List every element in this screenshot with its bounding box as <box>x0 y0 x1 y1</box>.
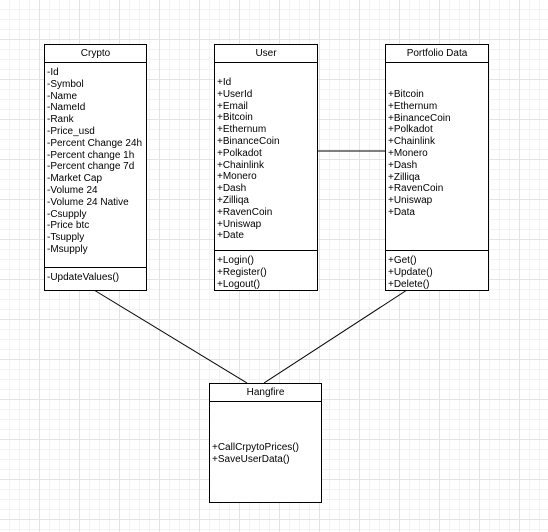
class-portfolio-methods: +Get()+Update()+Delete() <box>386 251 488 290</box>
class-attribute: +BinanceCoin <box>388 112 451 124</box>
class-attribute: +Ethernum <box>217 124 267 136</box>
class-attribute: +RavenCoin <box>217 206 273 218</box>
class-attribute: +Dash <box>217 183 247 195</box>
class-hangfire[interactable]: Hangfire +CallCrpytoPrices()+SaveUserDat… <box>209 383 322 503</box>
method-list: +Login()+Register()+Logout() <box>217 255 317 290</box>
attribute-list: +Id+UserId+Email+Bitcoin+Ethernum+Binanc… <box>217 77 317 242</box>
class-attribute: -Volume 24 Native <box>47 196 129 208</box>
class-method: +Logout() <box>217 278 261 290</box>
class-attribute: +Monero <box>388 147 428 159</box>
class-attribute: -Symbol <box>47 78 84 90</box>
class-user-attributes: +Id+UserId+Email+Bitcoin+Ethernum+Binanc… <box>215 63 317 251</box>
class-crypto[interactable]: Crypto -Id-Symbol-Name-NameId-Rank-Price… <box>44 44 147 291</box>
class-method: +SaveUserData() <box>212 453 290 465</box>
class-crypto-attributes: -Id-Symbol-Name-NameId-Rank-Price_usd-Pe… <box>45 63 146 268</box>
class-attribute: -Percent Change 24h <box>47 137 143 149</box>
class-attribute: +Monero <box>217 171 257 183</box>
class-crypto-name: Crypto <box>45 45 146 63</box>
class-attribute: -Percent change 1h <box>47 149 135 161</box>
class-method: +Login() <box>217 255 254 266</box>
class-attribute: -Price btc <box>47 220 90 232</box>
class-crypto-methods: -UpdateValues() <box>45 268 146 290</box>
class-method: -UpdateValues() <box>47 272 120 283</box>
class-attribute: +Bitcoin <box>217 112 253 124</box>
class-hangfire-body: +CallCrpytoPrices()+SaveUserData() <box>210 402 321 502</box>
class-attribute: +Data <box>388 206 415 218</box>
class-attribute: +Date <box>217 230 244 242</box>
class-method: +CallCrpytoPrices() <box>212 442 299 453</box>
method-list: -UpdateValues() <box>47 272 146 284</box>
class-method: +Update() <box>388 266 433 278</box>
class-attribute: -NameId <box>47 102 86 114</box>
attribute-list: +Bitcoin+Ethernum+BinanceCoin+Polkadot+C… <box>388 89 488 219</box>
class-attribute: -Rank <box>47 114 74 126</box>
class-method: +Register() <box>217 266 267 278</box>
class-attribute: +Chainlink <box>217 159 264 171</box>
class-method: +Get() <box>388 255 417 266</box>
class-user-name: User <box>215 45 317 63</box>
crypto-hangfire-association <box>93 289 248 384</box>
attribute-list: -Id-Symbol-Name-NameId-Rank-Price_usd-Pe… <box>47 67 146 256</box>
portfolio-hangfire-association <box>263 289 408 384</box>
class-user[interactable]: User +Id+UserId+Email+Bitcoin+Ethernum+B… <box>214 44 318 291</box>
class-attribute: +Zilliqa <box>217 194 249 206</box>
class-attribute: -Volume 24 <box>47 184 98 196</box>
class-attribute: +Id <box>217 77 232 88</box>
class-attribute: +Chainlink <box>388 136 435 148</box>
class-attribute: +Zilliqa <box>388 171 420 183</box>
class-attribute: -Name <box>47 90 78 102</box>
class-hangfire-name: Hangfire <box>210 384 321 402</box>
class-attribute: -Csupply <box>47 208 87 220</box>
class-attribute: +Polkadot <box>388 124 433 136</box>
class-attribute: +Polkadot <box>217 147 262 159</box>
class-attribute: -Price_usd <box>47 125 95 137</box>
class-attribute: +Email <box>217 100 248 112</box>
class-attribute: +BinanceCoin <box>217 135 280 147</box>
class-attribute: +Bitcoin <box>388 89 424 100</box>
class-attribute: -Tsupply <box>47 232 85 244</box>
class-user-methods: +Login()+Register()+Logout() <box>215 251 317 290</box>
method-list: +CallCrpytoPrices()+SaveUserData() <box>212 442 321 466</box>
class-portfolio-data[interactable]: Portfolio Data +Bitcoin+Ethernum+Binance… <box>385 44 489 291</box>
method-list: +Get()+Update()+Delete() <box>388 255 488 290</box>
class-attribute: -Msupply <box>47 243 88 255</box>
class-attribute: +UserId <box>217 88 253 100</box>
class-attribute: -Id <box>47 67 59 78</box>
class-attribute: +RavenCoin <box>388 183 444 195</box>
class-attribute: +Uniswap <box>217 218 262 230</box>
class-attribute: +Dash <box>388 159 418 171</box>
class-attribute: +Uniswap <box>388 195 433 207</box>
class-attribute: -Market Cap <box>47 173 103 185</box>
class-portfolio-attributes: +Bitcoin+Ethernum+BinanceCoin+Polkadot+C… <box>386 63 488 251</box>
class-portfolio-name: Portfolio Data <box>386 45 488 63</box>
class-method: +Delete() <box>388 278 430 290</box>
class-attribute: -Percent change 7d <box>47 161 135 173</box>
class-attribute: +Ethernum <box>388 100 438 112</box>
